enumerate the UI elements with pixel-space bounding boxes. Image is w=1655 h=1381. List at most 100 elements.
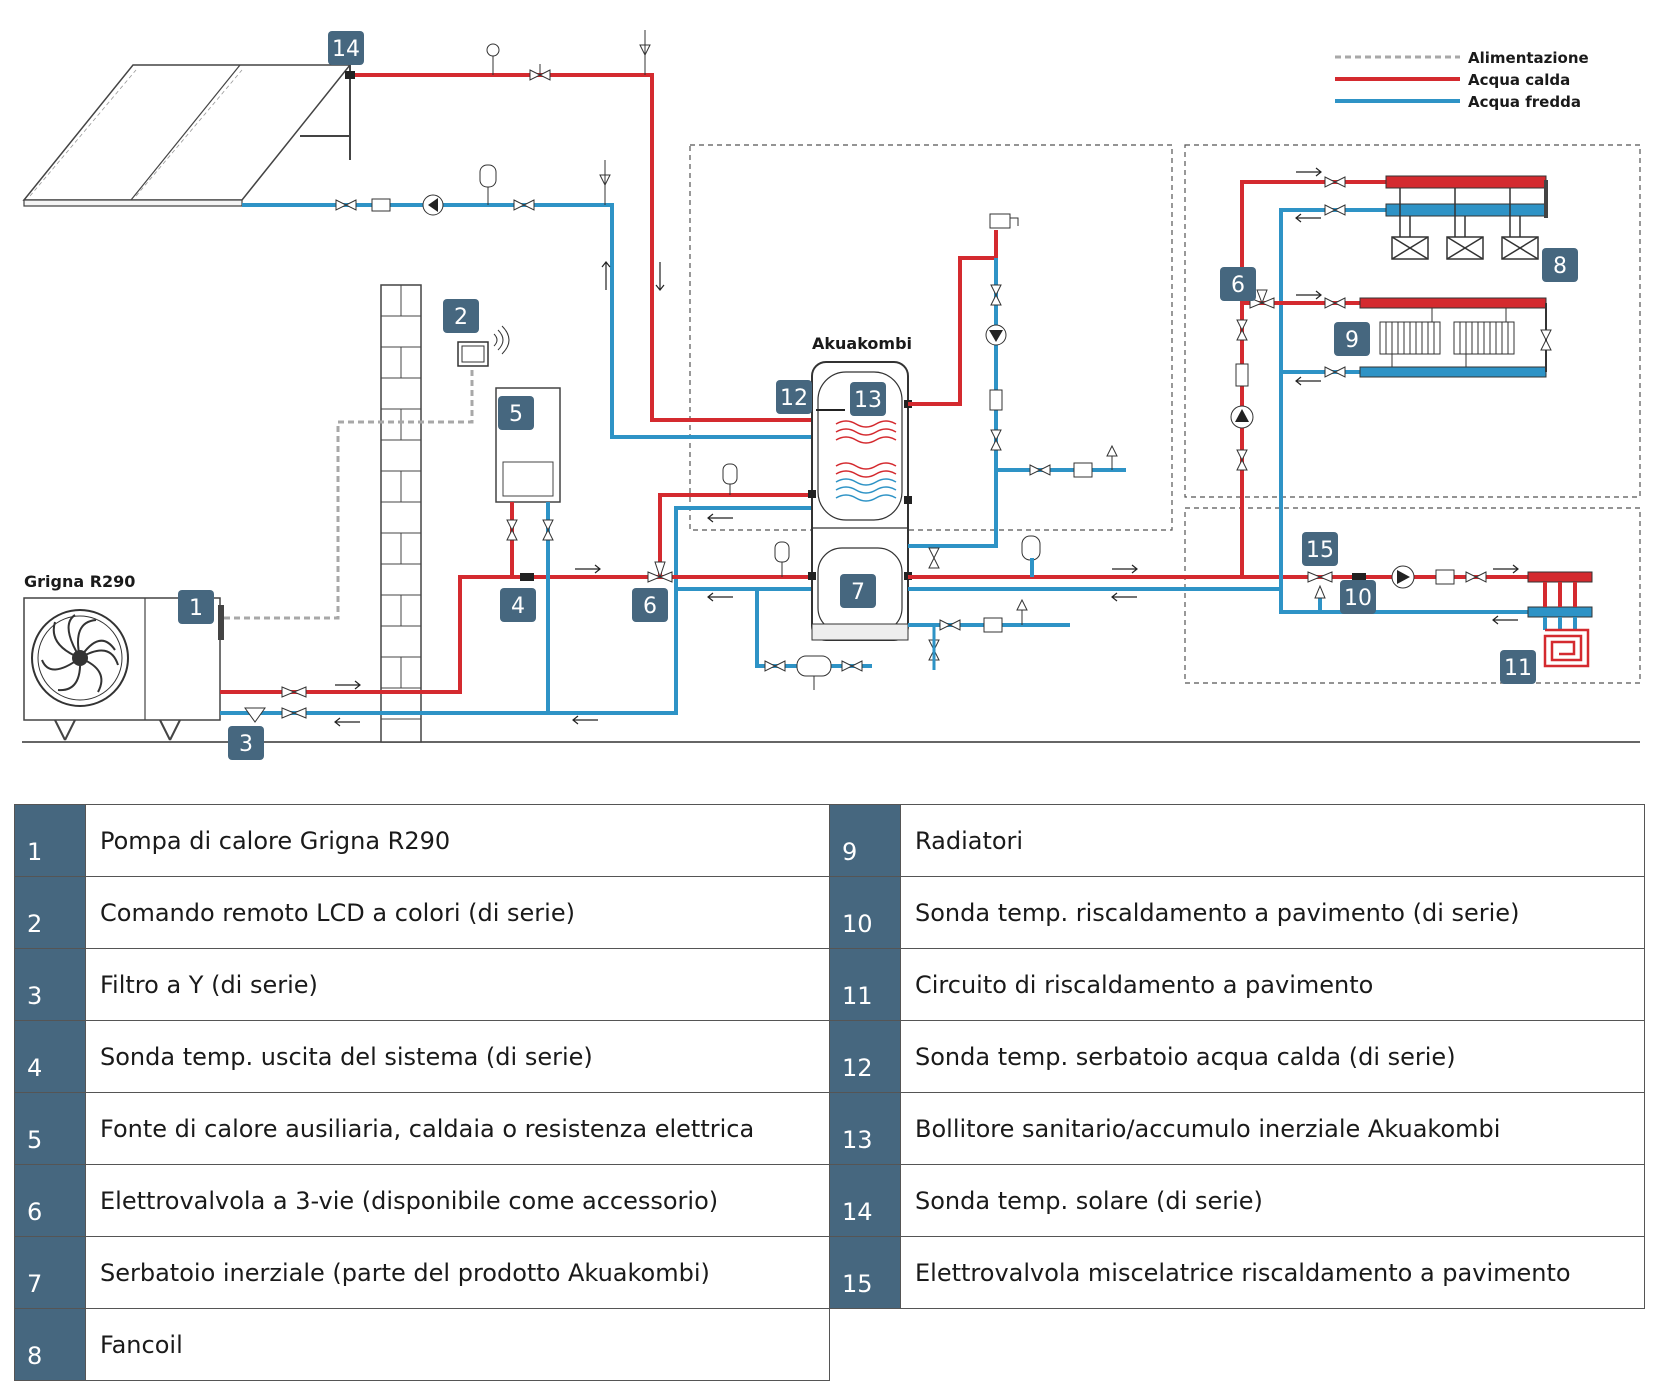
badge-9: 9 [1334, 322, 1370, 356]
badge-6: 6 [632, 588, 668, 622]
svg-text:8: 8 [1553, 254, 1567, 279]
badge-1: 1 [178, 590, 214, 624]
floor-heating-zone [1184, 507, 1641, 684]
three-way-valve [647, 561, 673, 583]
unit-label: Grigna R290 [24, 572, 135, 591]
right-number: 11 [829, 948, 901, 1021]
svg-text:11: 11 [1504, 656, 1532, 681]
left-number: 3 [14, 948, 86, 1021]
svg-text:9: 9 [1345, 328, 1359, 353]
svg-text:7: 7 [851, 580, 865, 605]
right-number: 13 [829, 1092, 901, 1165]
radiators [1324, 297, 1552, 378]
svg-text:13: 13 [854, 388, 882, 413]
svg-text:5: 5 [509, 402, 523, 427]
hp-valves [244, 519, 554, 723]
legend-hot-label: Acqua calda [1468, 71, 1570, 89]
flow-arrow [1295, 167, 1519, 625]
badge-4: 4 [500, 588, 536, 622]
left-number: 8 [14, 1308, 86, 1381]
svg-text:10: 10 [1344, 586, 1372, 611]
badge-10: 10 [1340, 580, 1376, 614]
badge-13: 13 [850, 382, 886, 416]
zone-valves [1230, 289, 1275, 471]
svg-text:6: 6 [643, 594, 657, 619]
legend-cold-label: Acqua fredda [1468, 93, 1581, 111]
badge-3: 3 [228, 726, 264, 760]
drain-valves [764, 655, 863, 690]
legend-feed-label: Alimentazione [1468, 49, 1589, 67]
svg-text:3: 3 [239, 732, 253, 757]
wall [380, 284, 422, 743]
svg-text:1: 1 [189, 596, 203, 621]
hydraulic-schematic: Alimentazione Acqua calda Acqua fredda [22, 30, 1641, 760]
empty-cell [900, 1308, 1645, 1381]
left-number: 2 [14, 876, 86, 949]
badge-6b: 6 [1220, 267, 1256, 301]
right-description: Bollitore sanitario/accumulo inerziale A… [900, 1092, 1645, 1165]
right-description: Sonda temp. solare (di serie) [900, 1164, 1645, 1237]
flow-arrow [334, 513, 733, 727]
right-description: Radiatori [900, 804, 1645, 877]
badge-12: 12 [776, 380, 812, 414]
right-number: 9 [829, 804, 901, 877]
left-description: Filtro a Y (di serie) [85, 948, 830, 1021]
tank-zone [689, 144, 1173, 531]
badge-5: 5 [498, 396, 534, 430]
left-number: 7 [14, 1236, 86, 1309]
dhw-components [928, 213, 1118, 670]
badge-14: 14 [328, 31, 364, 65]
right-description: Elettrovalvola miscelatrice riscaldament… [900, 1236, 1645, 1309]
left-description: Sonda temp. uscita del sistema (di serie… [85, 1020, 830, 1093]
right-description: Circuito di riscaldamento a pavimento [900, 948, 1645, 1021]
badge-2: 2 [443, 299, 479, 333]
left-description: Serbatoio inerziale (parte del prodotto … [85, 1236, 830, 1309]
solar-panel [22, 64, 352, 207]
badge-15: 15 [1302, 532, 1338, 566]
left-description: Comando remoto LCD a colori (di serie) [85, 876, 830, 949]
flow-arrow [601, 261, 665, 291]
svg-text:12: 12 [780, 386, 808, 411]
badge-7: 7 [840, 574, 876, 608]
right-description: Sonda temp. riscaldamento a pavimento (d… [900, 876, 1645, 949]
left-description: Fancoil [85, 1308, 830, 1381]
fancoil-radiator-zone [1184, 144, 1641, 498]
legend: Alimentazione Acqua calda Acqua fredda [1335, 49, 1589, 111]
badge-11: 11 [1500, 650, 1536, 684]
left-number: 1 [14, 804, 86, 877]
svg-text:4: 4 [511, 594, 525, 619]
left-number: 4 [14, 1020, 86, 1093]
badges: 14 2 5 12 13 1 3 4 6 7 6 8 9 15 10 11 [178, 31, 1578, 760]
remote-control [457, 325, 510, 367]
right-description: Sonda temp. serbatoio acqua calda (di se… [900, 1020, 1645, 1093]
svg-text:14: 14 [332, 37, 360, 62]
right-number: 15 [829, 1236, 901, 1309]
left-description: Pompa di calore Grigna R290 [85, 804, 830, 877]
solar-valves [335, 30, 651, 216]
svg-text:2: 2 [454, 305, 468, 330]
badge-8: 8 [1542, 248, 1578, 282]
svg-text:6: 6 [1231, 273, 1245, 298]
right-number: 10 [829, 876, 901, 949]
svg-text:15: 15 [1306, 538, 1334, 563]
left-description: Fonte di calore ausiliaria, caldaia o re… [85, 1092, 830, 1165]
floor-heating-components [1307, 565, 1593, 668]
left-description: Elettrovalvola a 3-vie (disponibile come… [85, 1164, 830, 1237]
flow-arrow [1111, 564, 1138, 602]
tank-label: Akuakombi [812, 334, 912, 353]
right-number: 14 [829, 1164, 901, 1237]
fancoil-units [1324, 175, 1548, 260]
left-number: 5 [14, 1092, 86, 1165]
left-number: 6 [14, 1164, 86, 1237]
empty-cell [829, 1308, 901, 1381]
right-number: 12 [829, 1020, 901, 1093]
